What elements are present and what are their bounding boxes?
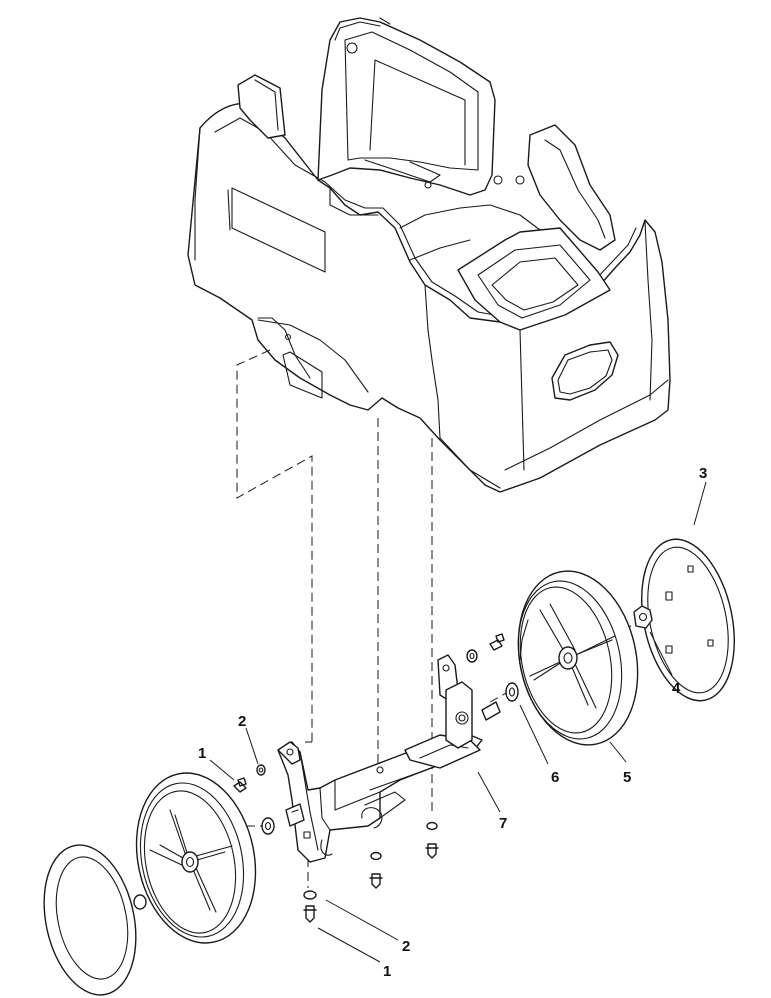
washer-upper-left — [256, 764, 266, 776]
screw-left-1 — [233, 777, 247, 793]
callout-2-upper: 2 — [238, 713, 246, 730]
screw-upper-right — [489, 633, 505, 651]
washer-bottom-right — [426, 821, 438, 831]
callout-4: 4 — [672, 680, 681, 697]
washer-left-axle — [261, 817, 275, 835]
axle-bracket — [277, 654, 501, 863]
callout-1-lower: 1 — [383, 963, 391, 980]
right-wheel — [517, 570, 639, 746]
left-nut — [133, 894, 147, 910]
screw-bottom-center — [369, 873, 383, 889]
washer-bottom-center — [370, 851, 382, 861]
right-nut — [633, 605, 653, 629]
callouts: 1 2 3 4 5 6 7 2 1 — [198, 465, 707, 980]
tank-body — [187, 17, 671, 493]
left-wheel — [135, 772, 257, 944]
leader-lines — [209, 481, 707, 963]
callout-5: 5 — [623, 769, 631, 786]
washer-bottom-left — [303, 890, 317, 900]
screw-bottom-right — [425, 843, 439, 859]
washer-upper-right — [466, 649, 478, 663]
callout-1-upper: 1 — [198, 745, 206, 762]
callout-7: 7 — [499, 815, 507, 832]
right-washer — [505, 682, 519, 702]
guide-line-left — [236, 349, 313, 742]
callout-6: 6 — [551, 769, 559, 786]
callout-3: 3 — [699, 465, 707, 482]
screw-bottom-left — [303, 905, 317, 923]
callout-2-lower: 2 — [402, 938, 410, 955]
left-hubcap — [43, 844, 137, 996]
